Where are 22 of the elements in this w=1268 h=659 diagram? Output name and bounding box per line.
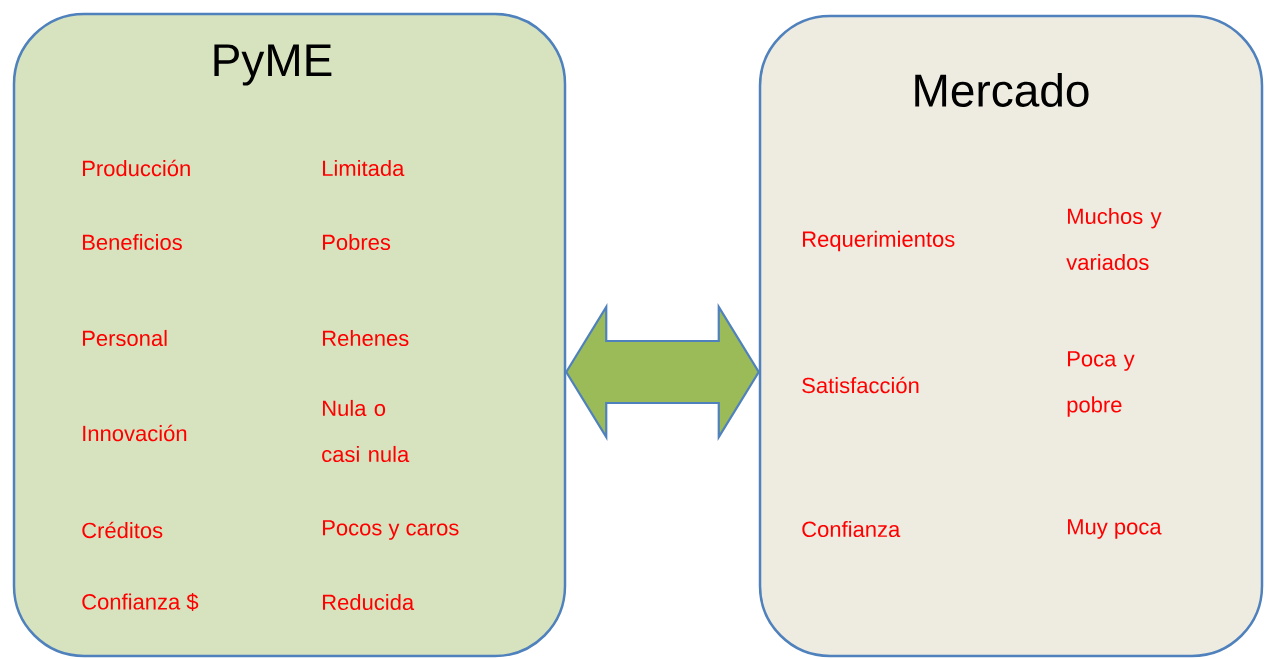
item-value: Reducida <box>323 593 415 611</box>
item-value: Rehenes <box>323 329 409 347</box>
item-label: Innovación <box>83 424 187 442</box>
item-value: Muchos y variados <box>1066 207 1162 271</box>
item-label: Requerimientos <box>803 230 955 252</box>
item-label: Personal <box>83 329 167 347</box>
panel <box>12 12 567 658</box>
item-value: Poca y pobre <box>1067 351 1135 417</box>
item-value: Limitada <box>323 159 405 177</box>
item-label: Créditos <box>82 521 163 539</box>
panel <box>758 14 1264 658</box>
item-label: Beneficios <box>83 233 182 251</box>
item-label: Confianza <box>802 520 901 538</box>
item-label: Confianza $ <box>82 593 199 611</box>
panel-title: PyME <box>214 44 332 86</box>
item-value: Muy poca <box>1068 519 1162 539</box>
item-value: Pobres <box>323 233 391 251</box>
item-value: Nula o casi nula <box>322 399 410 463</box>
panel-title: Mercado <box>915 73 1089 107</box>
item-label: Producción <box>83 159 190 177</box>
item-value: Pocos y caros <box>323 520 459 540</box>
item-label: Satisfacción <box>802 376 919 394</box>
